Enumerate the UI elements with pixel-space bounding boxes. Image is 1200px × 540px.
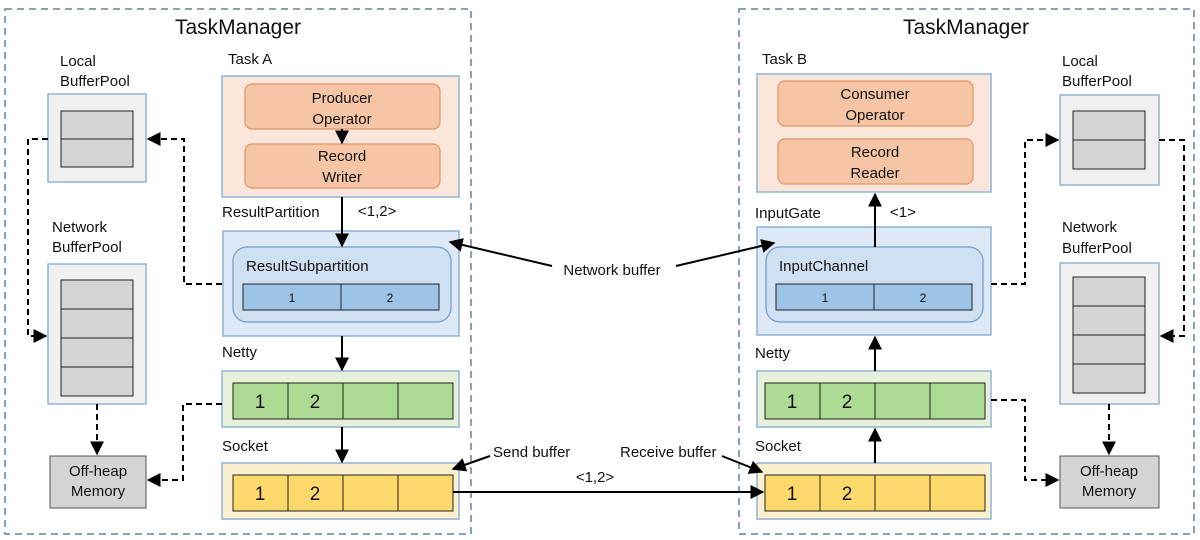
dashed-netty-to-memory-right: [991, 399, 1060, 487]
socket-cell: 1: [787, 484, 798, 505]
local-bufferpool-right: [1059, 94, 1160, 186]
netty-cell: 1: [787, 392, 798, 413]
offheap-memory-left: Off-heap Memory: [49, 455, 147, 509]
arrow-receive-buffer: [721, 455, 764, 474]
input-channel-label: InputChannel: [779, 258, 868, 275]
send-buffer-label: Send buffer: [493, 444, 570, 461]
socket-cell: 2: [310, 484, 321, 505]
netty-buffer-left: 1 2: [232, 382, 454, 420]
network-bufferpool-left: [47, 263, 147, 405]
netty-label-right: Netty: [755, 345, 791, 362]
socket-cell: 1: [255, 484, 266, 505]
network-buffer-label: Network buffer: [563, 262, 660, 279]
netty-buffer-right: 1 2: [764, 382, 986, 420]
taskmanager-right: TaskManager Task B Consumer Operator Rec…: [738, 8, 1195, 535]
arrow-network-buffer-right: [675, 239, 776, 267]
taskmanager-right-frame: [738, 8, 1195, 535]
socket-cell: 2: [842, 484, 853, 505]
arrow-send-buffer: [451, 455, 491, 472]
svg-text:Operator: Operator: [312, 111, 371, 128]
partition-arrow-label: <1,2>: [358, 203, 397, 220]
local-bufferpool-label-right-2: BufferPool: [1062, 73, 1132, 90]
dashed-netty-to-memory: [146, 403, 222, 487]
taskmanager-left-title: TaskManager: [175, 16, 301, 39]
result-partition-label: ResultPartition: [222, 204, 320, 221]
svg-text:Reader: Reader: [850, 165, 899, 182]
middle-annotations: Network buffer Send buffer Receive buffe…: [448, 238, 776, 499]
dashed-gate-to-localpool: [991, 133, 1060, 285]
transfer-label: <1,2>: [576, 469, 615, 486]
result-subpartition-label: ResultSubpartition: [246, 258, 369, 275]
svg-text:Off-heap: Off-heap: [69, 463, 127, 480]
producer-operator: Producer Operator: [244, 83, 441, 130]
offheap-memory-right: Off-heap Memory: [1059, 455, 1160, 509]
netty-cell: 2: [310, 392, 321, 413]
socket-label-left: Socket: [222, 438, 269, 455]
svg-text:Consumer: Consumer: [840, 86, 909, 103]
local-bufferpool-label-left: Local: [60, 53, 96, 70]
svg-text:Memory: Memory: [1082, 483, 1137, 500]
svg-text:Record: Record: [851, 144, 899, 161]
arrow-network-buffer-left: [448, 238, 553, 267]
input-gate-label: InputGate: [755, 205, 821, 222]
svg-text:Producer: Producer: [312, 90, 373, 107]
svg-text:Memory: Memory: [71, 483, 126, 500]
network-bufferpool-label-left-2: BufferPool: [52, 239, 122, 256]
local-bufferpool-label-right: Local: [1062, 53, 1098, 70]
network-bufferpool-label-right: Network: [1062, 219, 1118, 236]
svg-text:Writer: Writer: [322, 169, 362, 186]
svg-text:Operator: Operator: [845, 107, 904, 124]
subpartition-cell: 2: [387, 291, 394, 305]
channel-cell: 1: [822, 291, 829, 305]
network-bufferpool-label-left: Network: [52, 219, 108, 236]
gate-arrow-label: <1>: [890, 204, 916, 221]
network-bufferpool-right: [1059, 262, 1160, 405]
socket-buffer-left: 1 2: [232, 474, 454, 512]
socket-buffer-right: 1 2: [764, 474, 986, 512]
local-bufferpool-left: [47, 93, 147, 183]
channel-buffer: 1 2: [775, 283, 973, 311]
local-bufferpool-label-left-2: BufferPool: [60, 73, 130, 90]
task-b-label: Task B: [762, 51, 807, 68]
dashed-localpool-to-networkpool: [27, 138, 48, 343]
channel-cell: 2: [920, 291, 927, 305]
netty-cell: 1: [255, 392, 266, 413]
record-writer: Record Writer: [244, 143, 441, 189]
subpartition-buffer: 1 2: [242, 283, 440, 311]
taskmanager-left-frame: [4, 8, 472, 535]
taskmanager-left: TaskManager Local BufferPool Network Buf…: [4, 8, 472, 535]
taskmanager-right-title: TaskManager: [903, 16, 1029, 39]
consumer-operator: Consumer Operator: [777, 80, 974, 127]
netty-cell: 2: [842, 392, 853, 413]
netty-label-left: Netty: [222, 344, 258, 361]
receive-buffer-label: Receive buffer: [620, 444, 716, 461]
subpartition-cell: 1: [289, 291, 296, 305]
task-a-label: Task A: [228, 51, 272, 68]
svg-text:Off-heap: Off-heap: [1080, 463, 1138, 480]
dashed-localpool-to-networkpool-right: [1159, 139, 1185, 343]
record-reader: Record Reader: [777, 138, 974, 185]
network-bufferpool-label-right-2: BufferPool: [1062, 240, 1132, 257]
svg-text:Record: Record: [318, 148, 366, 165]
socket-label-right: Socket: [755, 438, 802, 455]
dashed-partition-to-localpool: [146, 132, 222, 285]
